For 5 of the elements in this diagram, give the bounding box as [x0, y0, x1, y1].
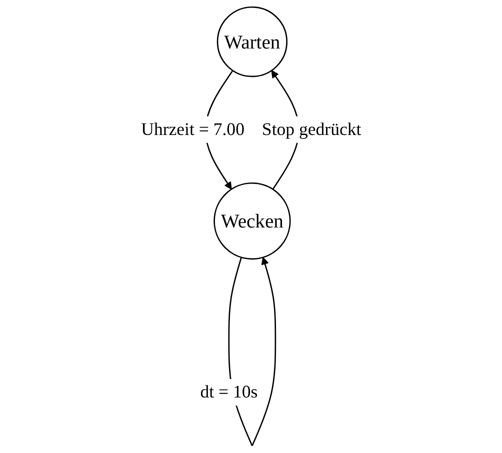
- node-circle: Warten: [216, 6, 288, 78]
- edge-label: Stop gedrückt: [262, 120, 362, 140]
- node-circle: Wecken: [213, 182, 291, 260]
- edge-label: dt = 10s: [200, 382, 258, 402]
- edge-label: Uhrzeit = 7.00: [140, 120, 244, 140]
